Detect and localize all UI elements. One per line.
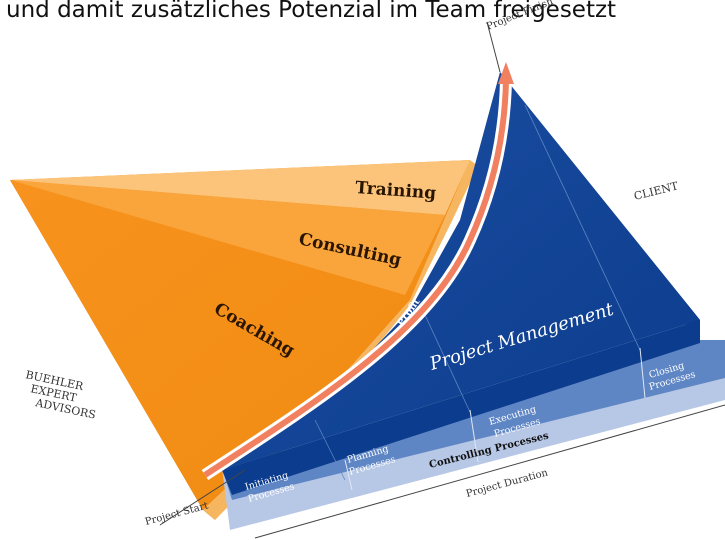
consulting-band [10, 180, 445, 295]
duration-axis-line [254, 404, 725, 539]
finish-axis-line [486, 21, 501, 73]
project-finish-label: Project Finish [485, 0, 555, 33]
start-axis-line [159, 469, 246, 526]
advisors-label: BUEHLER EXPERT ADVISORS [24, 368, 97, 421]
block-strip [222, 320, 700, 495]
project-start-label: Project Start [144, 500, 210, 527]
training-band [10, 160, 470, 215]
separator-line [314, 419, 346, 481]
header-text: und damit zusätzliches Potenzial im Team… [6, 0, 617, 23]
band-separator [344, 459, 353, 491]
separator-line [524, 104, 641, 351]
band-separator [469, 409, 479, 463]
base-light [222, 375, 725, 530]
block-face [222, 72, 700, 470]
project-management-block: Project Management Initiating Processes … [222, 72, 725, 530]
client-label: CLIENT [633, 179, 681, 203]
header-text-banner: und damit zusätzliches Potenzial im Team… [0, 0, 725, 28]
band-separator [639, 347, 646, 399]
profit-arrow-head [498, 62, 514, 84]
profit-arrow-line [203, 79, 509, 478]
advisors-wedge: Training Consulting Coaching [10, 160, 478, 520]
process-band [222, 340, 725, 500]
separator-line [424, 314, 471, 413]
project-duration-label: Project Duration [465, 467, 550, 500]
profit-arrow: Profit [201, 62, 514, 481]
